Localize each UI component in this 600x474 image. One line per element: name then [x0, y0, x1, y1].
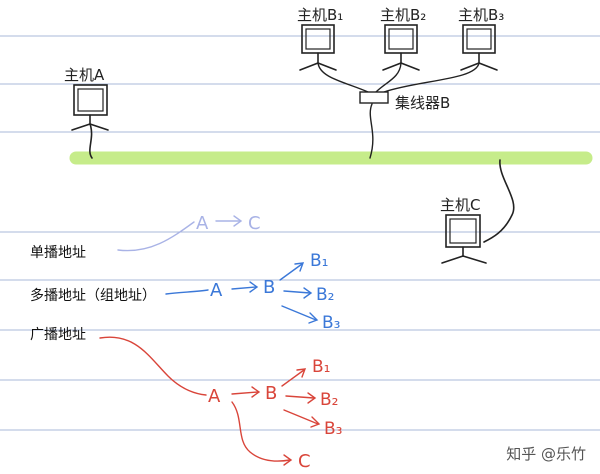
host-b1-label: 主机B₁ — [297, 6, 343, 24]
hub-label: 集线器B — [395, 94, 450, 112]
broadcast-arrow-b3 — [283, 409, 319, 425]
host-c-monitor-icon — [445, 214, 481, 248]
broadcast-mid: B — [265, 383, 277, 404]
hub-wiring — [317, 62, 480, 159]
host-c — [441, 159, 515, 264]
unicast-label: 单播地址 — [30, 245, 86, 261]
broadcast-flow — [99, 336, 321, 466]
unicast-dest: C — [248, 213, 261, 234]
broadcast-target-b3: B₃ — [324, 419, 342, 439]
broadcast-lead-line — [99, 336, 207, 396]
multicast-arrow-a-b — [231, 286, 257, 290]
host-c-label: 主机C — [440, 196, 480, 214]
unicast-lead-line — [117, 221, 195, 252]
host-a-label: 主机A — [64, 66, 105, 84]
unicast-flow — [117, 215, 243, 252]
host-b2 — [382, 24, 420, 71]
unicast-source: A — [196, 213, 209, 234]
host-b3 — [460, 24, 498, 71]
broadcast-arrow-c — [231, 401, 291, 462]
watermark: 知乎 @乐竹 — [506, 445, 586, 463]
multicast-flow — [165, 262, 319, 324]
notebook-lines — [0, 35, 600, 431]
broadcast-target-c: C — [298, 451, 311, 472]
broadcast-arrow-b1 — [281, 369, 305, 387]
multicast-arrow-b2 — [283, 290, 311, 294]
host-b2-label: 主机B₂ — [380, 6, 426, 24]
multicast-source: A — [210, 280, 223, 301]
hub-box — [359, 91, 389, 104]
multicast-target-b2: B₂ — [316, 285, 334, 305]
broadcast-arrow-b2 — [285, 395, 315, 399]
multicast-label: 多播地址（组地址） — [30, 288, 156, 304]
multicast-arrow-b1 — [279, 263, 303, 281]
broadcast-source: A — [208, 386, 221, 407]
broadcast-label: 广播地址 — [30, 327, 86, 343]
broadcast-arrow-a-b — [231, 391, 259, 395]
host-b3-label: 主机B₃ — [458, 6, 504, 24]
broadcast-target-b2: B₂ — [320, 390, 338, 410]
multicast-lead-line — [165, 289, 209, 295]
multicast-mid: B — [263, 277, 275, 298]
multicast-target-b1: B₁ — [310, 251, 328, 271]
host-a — [71, 84, 109, 159]
multicast-target-b3: B₃ — [322, 313, 340, 333]
host-b1 — [299, 24, 337, 71]
broadcast-target-b1: B₁ — [312, 357, 330, 377]
multicast-arrow-b3 — [281, 305, 317, 321]
